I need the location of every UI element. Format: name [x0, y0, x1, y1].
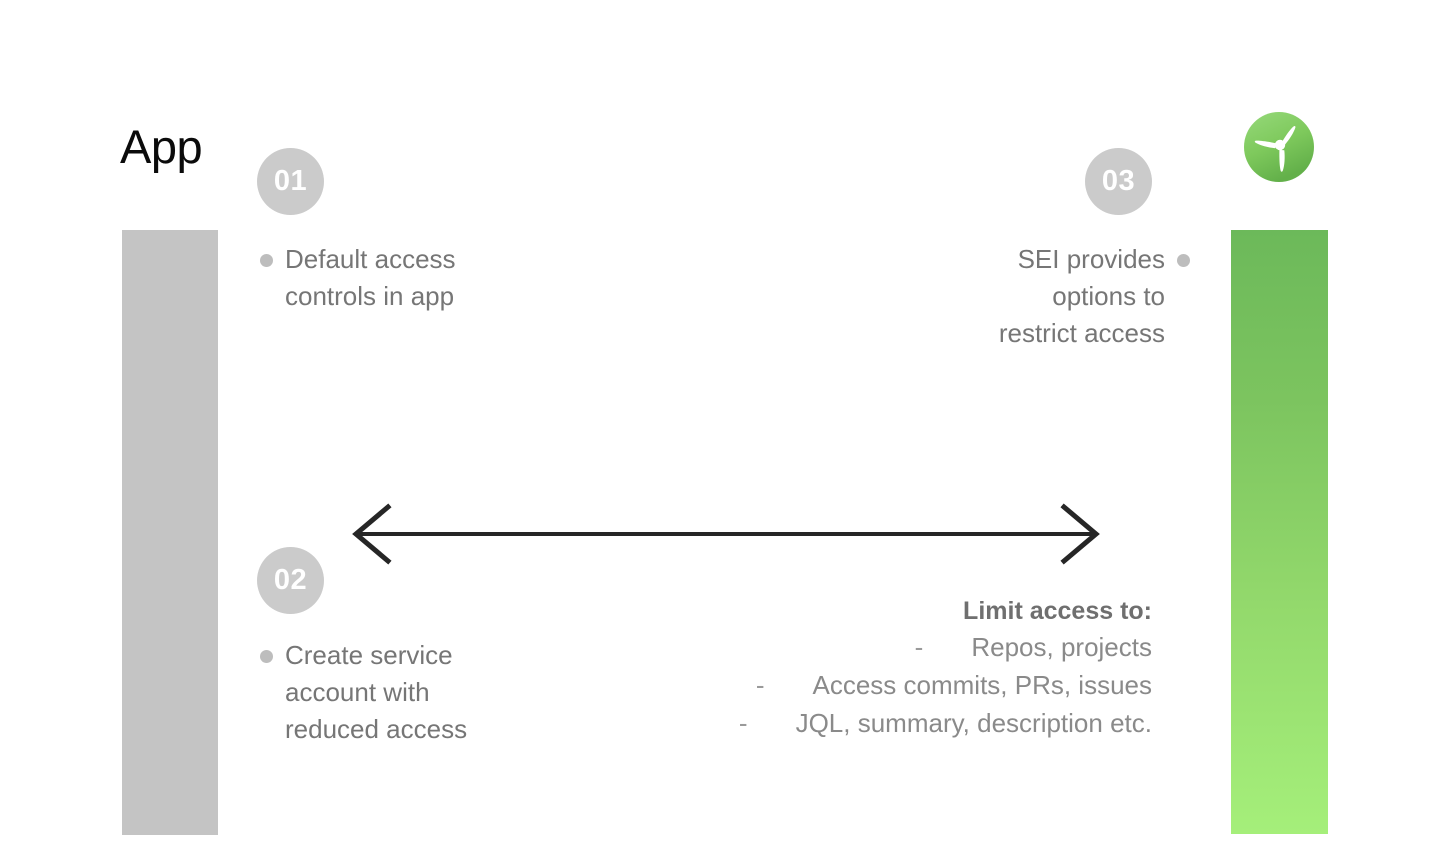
page-title: App — [120, 120, 203, 173]
step-text-02: Create service account with reduced acce… — [285, 640, 468, 744]
limit-access-title: Limit access to: — [963, 597, 1152, 625]
step-item-01: Default access controls in app — [260, 241, 520, 315]
limit-access-item-2: Access commits, PRs, issues — [812, 670, 1152, 700]
limit-access-row: - JQL, summary, description etc. — [620, 704, 1152, 742]
limit-access-block: Limit access to: - Repos, projects - Acc… — [620, 595, 1152, 742]
list-dash: - — [755, 670, 765, 700]
list-dash: - — [738, 708, 748, 738]
double-headed-arrow-icon — [352, 503, 1100, 565]
limit-access-item-3: JQL, summary, description etc. — [795, 708, 1152, 738]
limit-access-item-1: Repos, projects — [971, 632, 1152, 662]
step-badge-01: 01 — [257, 148, 324, 215]
list-dash: - — [914, 632, 924, 662]
pinwheel-logo — [1243, 111, 1315, 183]
bullet-dot-icon — [1177, 254, 1190, 267]
right-green-column — [1231, 230, 1328, 834]
bullet-dot-icon — [260, 650, 273, 663]
limit-access-row: - Access commits, PRs, issues — [620, 666, 1152, 704]
step-item-03: SEI provides options to restrict access — [915, 241, 1190, 352]
pinwheel-propeller-icon — [1244, 112, 1314, 182]
step-item-02: Create service account with reduced acce… — [260, 637, 520, 748]
limit-access-row: - Repos, projects — [620, 628, 1152, 666]
step-badge-03: 03 — [1085, 148, 1152, 215]
bullet-dot-icon — [260, 254, 273, 267]
double-headed-arrow — [348, 500, 1104, 568]
step-text-03: SEI provides options to restrict access — [998, 244, 1165, 348]
left-gray-column — [122, 230, 218, 835]
step-text-01: Default access controls in app — [285, 244, 456, 311]
step-badge-02: 02 — [257, 547, 324, 614]
